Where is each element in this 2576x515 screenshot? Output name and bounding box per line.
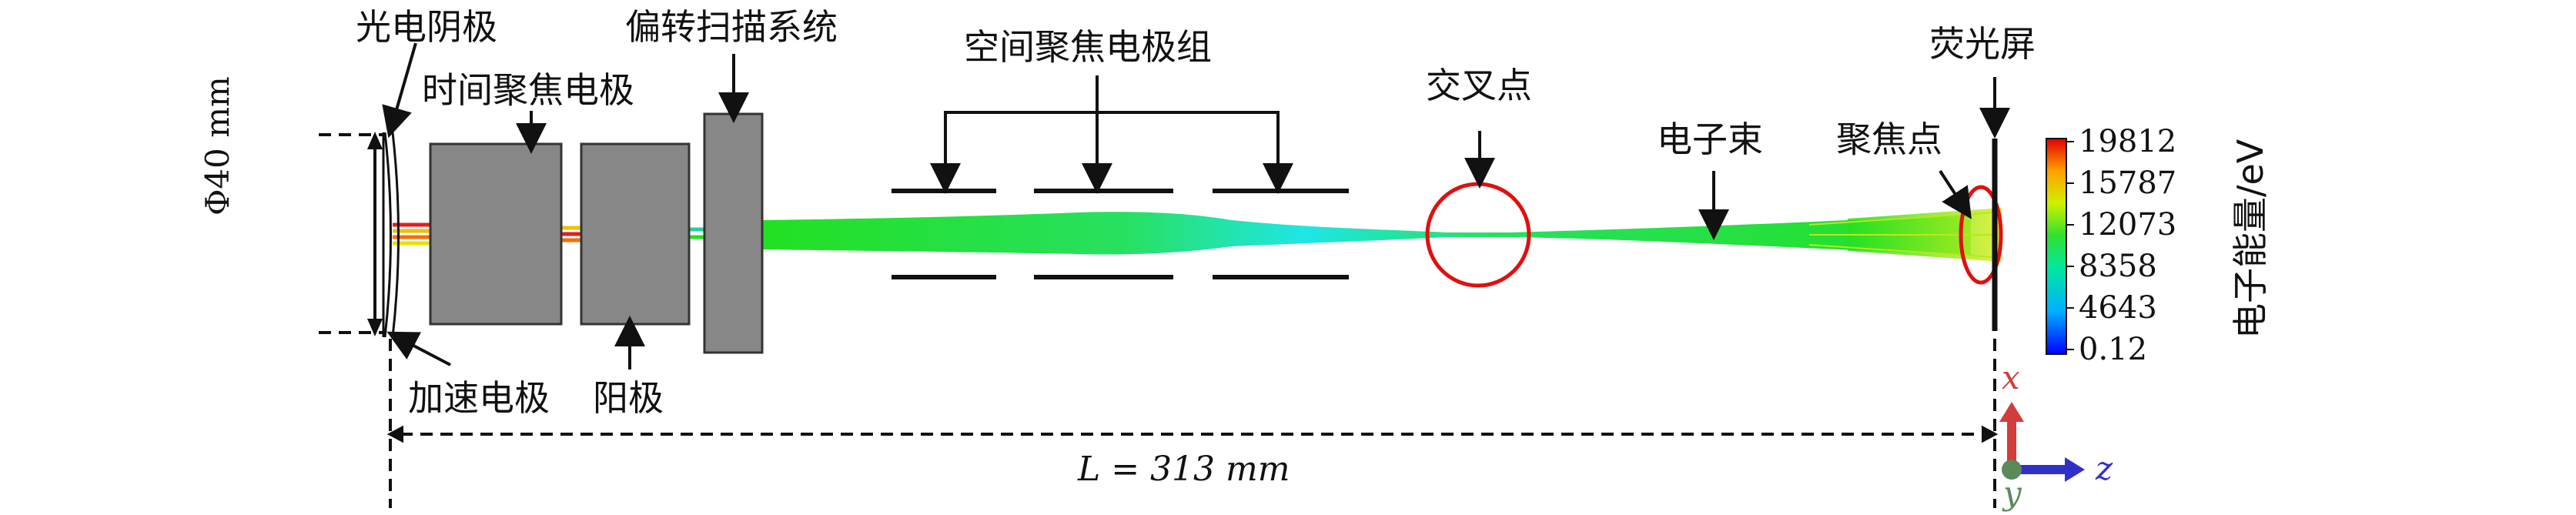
label-focus-point: 聚焦点 bbox=[1836, 119, 1942, 160]
axis-x-label: x bbox=[2002, 359, 2020, 396]
colorbar-tick-4: 4643 bbox=[2079, 290, 2157, 326]
label-accelerating: 加速电极 bbox=[408, 377, 550, 419]
deflection-plates bbox=[703, 112, 764, 354]
electron-beam-path bbox=[762, 212, 1971, 256]
colorbar bbox=[2046, 138, 2067, 355]
colorbar-ticks bbox=[2066, 141, 2074, 350]
accel-arrow bbox=[386, 331, 451, 366]
anode-electrode bbox=[580, 142, 691, 326]
label-time-focus: 时间聚焦电极 bbox=[422, 69, 634, 111]
label-anode: 阳极 bbox=[593, 377, 664, 419]
axis-y-label: y bbox=[2003, 474, 2022, 512]
axis-z-label: z bbox=[2096, 450, 2113, 487]
label-diameter: Φ40 mm bbox=[199, 76, 236, 216]
length-dimension bbox=[386, 339, 1999, 508]
colorbar-tick-2: 12073 bbox=[2079, 207, 2177, 242]
label-length: L = 313 mm bbox=[1078, 450, 1290, 489]
label-electron-beam: 电子束 bbox=[1657, 119, 1763, 160]
label-deflection: 偏转扫描系统 bbox=[625, 6, 838, 48]
label-crossover: 交叉点 bbox=[1426, 65, 1532, 106]
label-spatial-focus-group: 空间聚焦电极组 bbox=[964, 26, 1212, 68]
time-focus-electrode bbox=[429, 142, 563, 326]
photocathode-shape bbox=[382, 132, 400, 338]
coordinate-axes bbox=[1999, 402, 2085, 482]
cathode-arrow bbox=[382, 42, 417, 139]
spatial-focus-bracket bbox=[930, 75, 1293, 194]
focus-arrow bbox=[1939, 169, 1972, 219]
colorbar-tick-5: 0.12 bbox=[2079, 332, 2148, 367]
colorbar-tick-1: 15787 bbox=[2079, 166, 2177, 201]
label-phosphor-screen: 荧光屏 bbox=[1929, 23, 2036, 65]
diameter-dimension bbox=[319, 132, 385, 336]
colorbar-title: 电子能量/eV bbox=[2230, 139, 2271, 339]
colorbar-tick-0: 19812 bbox=[2079, 124, 2177, 159]
label-photocathode: 光电阴极 bbox=[356, 6, 497, 48]
colorbar-tick-3: 8358 bbox=[2079, 249, 2157, 284]
focus-ellipse bbox=[1959, 185, 2003, 285]
